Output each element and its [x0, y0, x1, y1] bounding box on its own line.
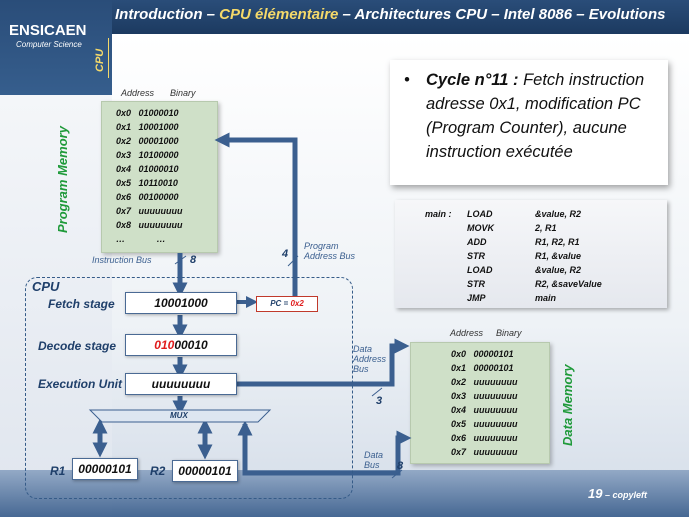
r2-register: 00000101: [172, 460, 238, 482]
data-bus-width: 8: [397, 460, 404, 472]
page-number: 19 – copyleft: [588, 486, 647, 501]
data-address-bus-label: Data Address Bus: [353, 344, 387, 374]
list-item: 0x6 00100000: [116, 192, 179, 202]
code-op: STR: [467, 251, 485, 261]
brand-band: [0, 0, 112, 95]
decode-opcode: 010: [154, 338, 175, 352]
r1-register: 00000101: [72, 458, 138, 480]
code-op: ADD: [467, 237, 487, 247]
code-op: LOAD: [467, 209, 493, 219]
decode-stage-label: Decode stage: [38, 339, 117, 353]
pc-value: 0x2: [290, 299, 304, 308]
dmem-header-address: Address: [450, 328, 484, 338]
decode-register: 01000010: [125, 334, 237, 356]
list-item: 0x7 uuuuuuuu: [116, 206, 183, 216]
pc-label: PC =: [270, 299, 291, 308]
pc-register: PC = 0x2: [256, 296, 318, 312]
fetch-register: 10001000: [125, 292, 237, 314]
list-item: 0x4 01000010: [116, 164, 179, 174]
code-args: &value, R2: [535, 209, 582, 219]
cpu-title: CPU: [32, 279, 60, 294]
callout-body: Fetch instruction adresse 0x1, modificat…: [426, 71, 645, 161]
r1-label: R1: [50, 464, 66, 478]
code-args: R1, &value: [535, 251, 582, 261]
brand-name: ENSICAEN: [9, 22, 87, 39]
exec-unit-label: Execution Unit: [38, 377, 123, 391]
instruction-bus-width: 8: [190, 254, 197, 266]
title-highlight: CPU élémentaire: [219, 6, 339, 23]
list-item: 0x3 uuuuuuuu: [451, 391, 518, 401]
list-item: 0x2 uuuuuuuu: [451, 377, 518, 387]
code-listing: main : LOAD &value, R2 MOVK 2, R1 ADD R1…: [395, 200, 667, 308]
list-item: 0x5 uuuuuuuu: [451, 419, 518, 429]
code-args: &value, R2: [535, 265, 582, 275]
brand-subtitle: Computer Science: [16, 40, 82, 49]
cycle-callout: • Cycle n°11 : Fetch instruction adresse…: [390, 60, 668, 185]
data-address-bus-width: 3: [376, 395, 383, 407]
mux-label: MUX: [170, 411, 188, 420]
fetch-stage-label: Fetch stage: [48, 297, 115, 311]
code-args: main: [535, 293, 557, 303]
title-part-1: Introduction –: [115, 6, 220, 23]
callout-bullet: •: [404, 71, 410, 89]
list-item: 0x2 00001000: [116, 136, 179, 146]
list-item: 0x7 uuuuuuuu: [451, 447, 518, 457]
cpu-frame: [25, 277, 353, 499]
code-args: R1, R2, R1: [535, 237, 580, 247]
program-address-bus-label: Program Address Bus: [304, 241, 356, 261]
data-memory: 0x0 00000101 0x1 00000101 0x2 uuuuuuuu 0…: [410, 342, 550, 464]
dmem-header-binary: Binary: [496, 328, 522, 338]
slide-header: [0, 0, 689, 34]
pmem-header-address: Address: [121, 88, 155, 98]
code-op: LOAD: [467, 265, 493, 275]
list-item: 0x4 uuuuuuuu: [451, 405, 518, 415]
list-item: 0x6 uuuuuuuu: [451, 433, 518, 443]
title-part-2: – Architectures CPU – Intel 8086 – Evolu…: [338, 6, 666, 23]
code-op: STR: [467, 279, 485, 289]
program-memory: 0x0 01000010 0x1 10001000 0x2 00001000 0…: [101, 101, 218, 253]
exec-unit: uuuuuuuu: [125, 373, 237, 395]
r2-label: R2: [150, 464, 166, 478]
code-label: main :: [425, 209, 452, 219]
data-address-bus-line: [237, 338, 410, 387]
program-address-bus-width: 4: [282, 248, 289, 260]
decode-operand: 00010: [174, 338, 208, 352]
list-item: 0x1 10001000: [116, 122, 179, 132]
code-op: JMP: [467, 293, 486, 303]
list-item: 0x0 01000010: [116, 108, 179, 118]
list-item: 0x5 10110010: [116, 178, 178, 188]
pmem-header-binary: Binary: [170, 88, 196, 98]
list-item: 0x1 00000101: [451, 363, 514, 373]
code-args: R2, &saveValue: [535, 279, 602, 289]
cpu-vertical-rule: [108, 38, 109, 78]
program-address-bus-line: [214, 132, 298, 300]
data-bus-label: Data Bus: [364, 450, 384, 470]
code-args: 2, R1: [535, 223, 557, 233]
list-item: … …: [116, 234, 166, 244]
list-item: 0x3 10100000: [116, 150, 179, 160]
mux-shape: [88, 409, 272, 423]
callout-heading: Cycle n°11 :: [426, 71, 519, 89]
instruction-bus-label: Instruction Bus: [92, 255, 152, 265]
list-item: 0x8 uuuuuuuu: [116, 220, 183, 230]
slide-title: Introduction – CPU élémentaire – Archite…: [115, 6, 665, 23]
code-op: MOVK: [467, 223, 494, 233]
list-item: 0x0 00000101: [451, 349, 514, 359]
